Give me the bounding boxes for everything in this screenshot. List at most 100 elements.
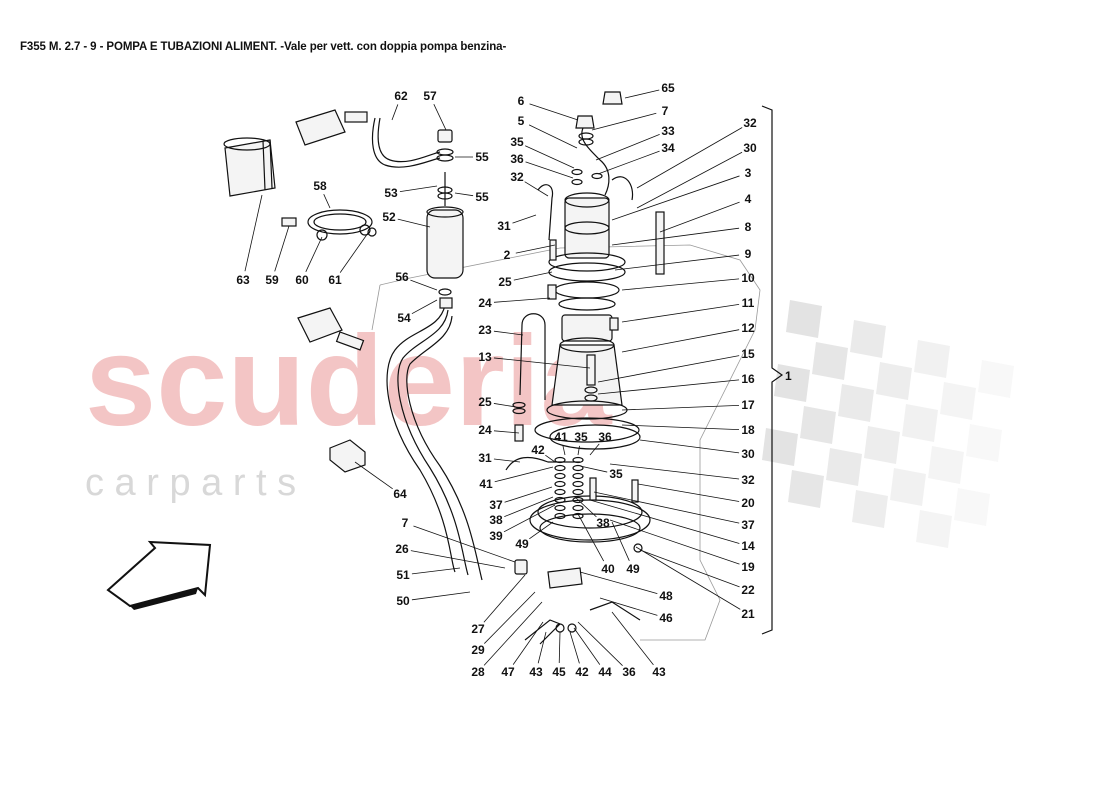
- leader-line-35: [577, 445, 580, 456]
- leader-line-10: [621, 278, 740, 291]
- callout-32: 32: [743, 116, 757, 130]
- callout-65: 65: [661, 81, 675, 95]
- washer: [572, 464, 584, 472]
- callout-13: 13: [478, 350, 492, 364]
- leader-line-57: [433, 103, 447, 131]
- direction-arrow-icon: [106, 540, 212, 610]
- washer: [554, 472, 566, 480]
- leader-line-3: [611, 175, 740, 221]
- callout-4: 4: [745, 192, 752, 206]
- fuel-pump-assembly: [512, 91, 665, 443]
- leader-line-13: [493, 357, 591, 369]
- leader-line-22: [639, 549, 740, 588]
- leader-line-51: [411, 567, 461, 575]
- fuel-filter: [426, 129, 464, 309]
- callout-25: 25: [498, 275, 512, 289]
- leader-line-19: [609, 519, 740, 565]
- washer: [554, 488, 566, 496]
- rubber-sleeve: [223, 137, 276, 197]
- checker-cell: [838, 384, 874, 422]
- callout-24: 24: [478, 296, 492, 310]
- callout-17: 17: [741, 398, 755, 412]
- callout-24: 24: [478, 423, 492, 437]
- checker-cell: [812, 342, 848, 380]
- checker-cell: [864, 426, 900, 464]
- checker-cell: [928, 446, 964, 484]
- callout-26: 26: [395, 542, 409, 556]
- callout-49: 49: [626, 562, 640, 576]
- callout-29: 29: [471, 643, 485, 657]
- washer: [554, 480, 566, 488]
- leader-line-9: [614, 254, 740, 271]
- washer: [554, 456, 566, 464]
- leader-line-6: [529, 103, 579, 121]
- callout-35: 35: [574, 430, 588, 444]
- callout-64: 64: [393, 487, 407, 501]
- assembly-bracket: [761, 105, 784, 635]
- callout-15: 15: [741, 347, 755, 361]
- leader-line-38: [504, 496, 554, 518]
- leader-line-17: [621, 404, 740, 411]
- callout-23: 23: [478, 323, 492, 337]
- callout-61: 61: [328, 273, 342, 287]
- leader-line-37: [593, 491, 740, 524]
- callout-36: 36: [622, 665, 636, 679]
- callout-36: 36: [510, 152, 524, 166]
- checker-cell: [786, 300, 822, 338]
- checker-cell: [850, 320, 886, 358]
- callout-2: 2: [504, 248, 511, 262]
- fuel-hoses: [371, 117, 483, 581]
- callout-47: 47: [501, 665, 515, 679]
- callout-32: 32: [510, 170, 524, 184]
- leader-line-33: [595, 133, 660, 161]
- leader-line-27: [483, 574, 526, 623]
- diagram-title: F355 M. 2.7 - 9 - POMPA E TUBAZIONI ALIM…: [20, 41, 507, 53]
- washer: [572, 504, 584, 512]
- leader-line-15: [597, 355, 740, 383]
- leader-line-25: [513, 271, 553, 281]
- checker-cell: [940, 382, 976, 420]
- leader-line-32: [609, 463, 740, 480]
- hose-clip: [329, 439, 366, 473]
- checker-cell: [954, 488, 990, 526]
- leader-line-14: [589, 499, 740, 544]
- callout-30: 30: [743, 141, 757, 155]
- callout-41: 41: [479, 477, 493, 491]
- leader-line-12: [621, 329, 740, 353]
- leader-line-49: [529, 521, 554, 540]
- leader-line-16: [597, 379, 740, 395]
- callout-7: 7: [402, 516, 409, 530]
- washer: [572, 456, 584, 464]
- callout-53: 53: [384, 186, 398, 200]
- callout-42: 42: [531, 443, 545, 457]
- callout-58: 58: [313, 179, 327, 193]
- leader-line-43: [537, 631, 547, 664]
- callout-3: 3: [745, 166, 752, 180]
- callout-34: 34: [661, 141, 675, 155]
- leader-line-23: [493, 330, 524, 336]
- callout-59: 59: [265, 273, 279, 287]
- leader-line-62: [391, 104, 399, 121]
- leader-line-36: [525, 161, 574, 179]
- leader-line-59: [274, 225, 290, 272]
- checker-cell: [978, 360, 1014, 398]
- assembly-label: 1: [785, 369, 792, 383]
- checker-cell: [788, 470, 824, 508]
- callout-12: 12: [741, 321, 755, 335]
- hose-clamp: [281, 209, 377, 241]
- leader-line-24: [493, 297, 551, 303]
- leader-line-45: [558, 631, 561, 664]
- leader-line-60: [305, 236, 323, 273]
- leader-line-39: [503, 504, 556, 533]
- callout-16: 16: [741, 372, 755, 386]
- leader-line-30: [639, 439, 740, 454]
- leader-line-58: [323, 194, 331, 209]
- leader-line-26: [410, 550, 506, 569]
- leader-line-61: [339, 232, 369, 273]
- callout-38: 38: [596, 516, 610, 530]
- checker-cell: [876, 362, 912, 400]
- callout-25: 25: [478, 395, 492, 409]
- callout-18: 18: [741, 423, 755, 437]
